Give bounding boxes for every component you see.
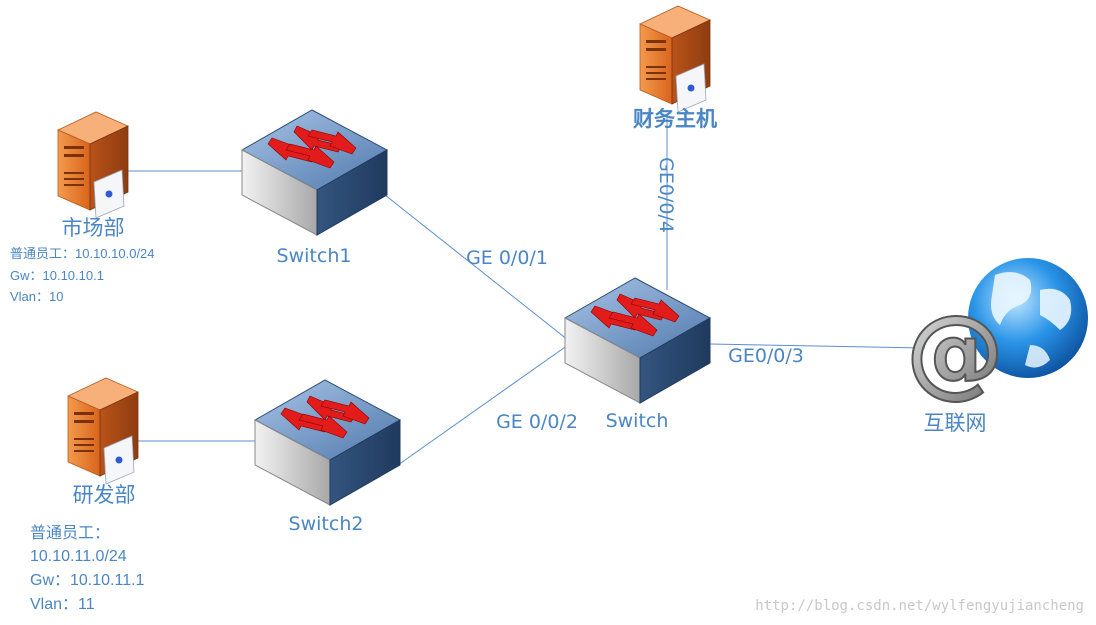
rd-label: 研发部: [73, 483, 136, 507]
port-ge002-label: GE 0/0/2: [496, 411, 578, 433]
switch1-icon[interactable]: [241, 109, 388, 236]
market-server-icon[interactable]: [57, 111, 129, 219]
finance-label: 财务主机: [633, 107, 717, 131]
rd-gw-text: Gw：10.10.11.1: [30, 572, 145, 589]
core-switch-label: Switch: [606, 410, 669, 432]
link-switch1-core: [384, 194, 569, 341]
rd-vlan-text: Vlan：11: [30, 596, 95, 613]
link-core-internet: [709, 343, 926, 349]
rd-subnet-text: 10.10.11.0/24: [30, 548, 127, 565]
market-label: 市场部: [62, 216, 125, 240]
market-vlan-text: Vlan：10: [10, 289, 63, 304]
switch2-icon[interactable]: [254, 379, 401, 506]
switch2-label: Switch2: [289, 513, 364, 535]
rd-server-icon[interactable]: [67, 377, 139, 485]
at-symbol-icon: @: [906, 295, 1004, 409]
switch1-label: Switch1: [277, 245, 352, 267]
link-switch2-core: [397, 344, 569, 466]
market-gw-text: Gw：10.10.10.1: [10, 268, 104, 283]
rd-staff-text: 普通员工：: [30, 524, 110, 542]
port-ge003-label: GE0/0/3: [728, 345, 804, 367]
internet-icon[interactable]: @: [905, 258, 1088, 410]
internet-label: 互联网: [924, 411, 987, 435]
market-staff-text: 普通员工：10.10.10.0/24: [10, 246, 155, 261]
watermark-text: http://blog.csdn.net/wylfengyujiancheng: [755, 598, 1084, 614]
port-ge001-label: GE 0/0/1: [466, 247, 548, 269]
core-switch-icon[interactable]: [564, 277, 711, 404]
finance-server-icon[interactable]: [639, 5, 711, 113]
port-ge004-label: GE0/0/4: [655, 157, 677, 233]
